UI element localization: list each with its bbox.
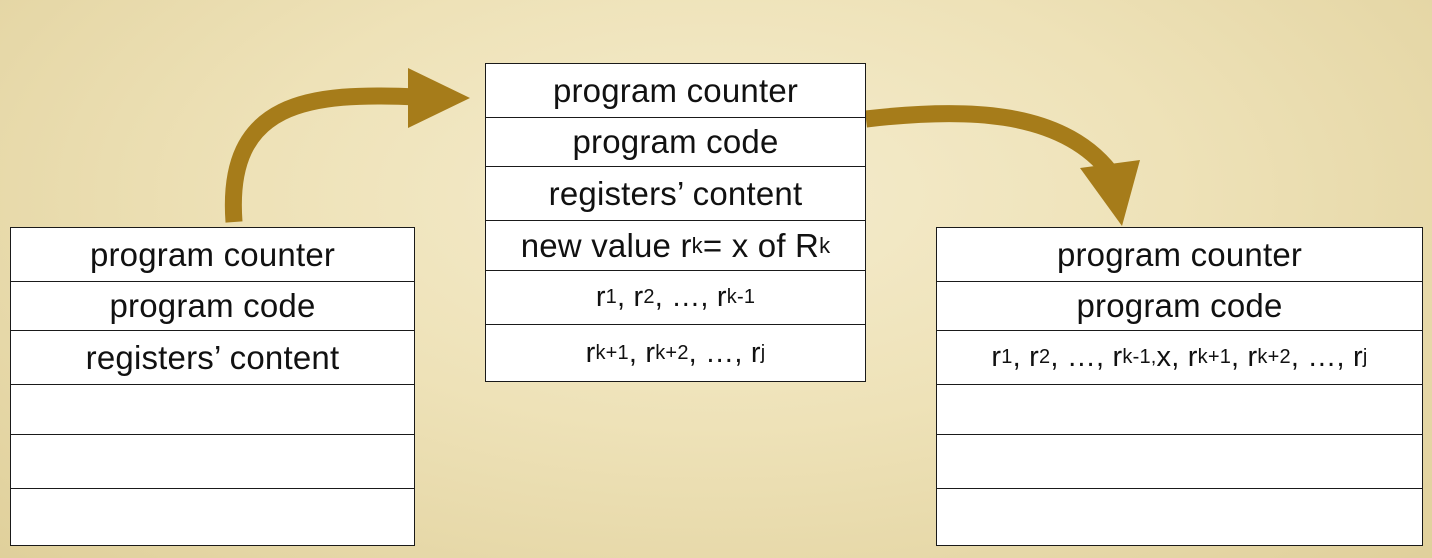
left-process-box: program counter program code registers’ … (10, 227, 415, 546)
right-row-empty-1 (937, 385, 1422, 435)
middle-row-program-code: program code (486, 118, 865, 167)
arrow-left-to-middle-head (408, 68, 470, 128)
right-row-program-code: program code (937, 282, 1422, 331)
arrow-middle-to-right-shaft (865, 104, 1117, 178)
left-row-program-counter: program counter (11, 228, 414, 282)
left-row-empty-1 (11, 385, 414, 435)
arrow-middle-to-right (865, 104, 1140, 226)
right-row-empty-2 (937, 435, 1422, 489)
middle-row-registers-content: registers’ content (486, 167, 865, 221)
right-row-empty-3 (937, 489, 1422, 545)
arrow-left-to-middle-shaft (224, 87, 419, 223)
arrow-middle-to-right-head (1080, 160, 1140, 226)
left-row-empty-3 (11, 489, 414, 545)
arrow-left-to-middle (224, 68, 470, 223)
left-row-registers-content: registers’ content (11, 331, 414, 385)
middle-row-program-counter: program counter (486, 64, 865, 118)
middle-process-box: program counter program code registers’ … (485, 63, 866, 382)
left-row-empty-2 (11, 435, 414, 489)
left-row-program-code: program code (11, 282, 414, 331)
right-row-program-counter: program counter (937, 228, 1422, 282)
